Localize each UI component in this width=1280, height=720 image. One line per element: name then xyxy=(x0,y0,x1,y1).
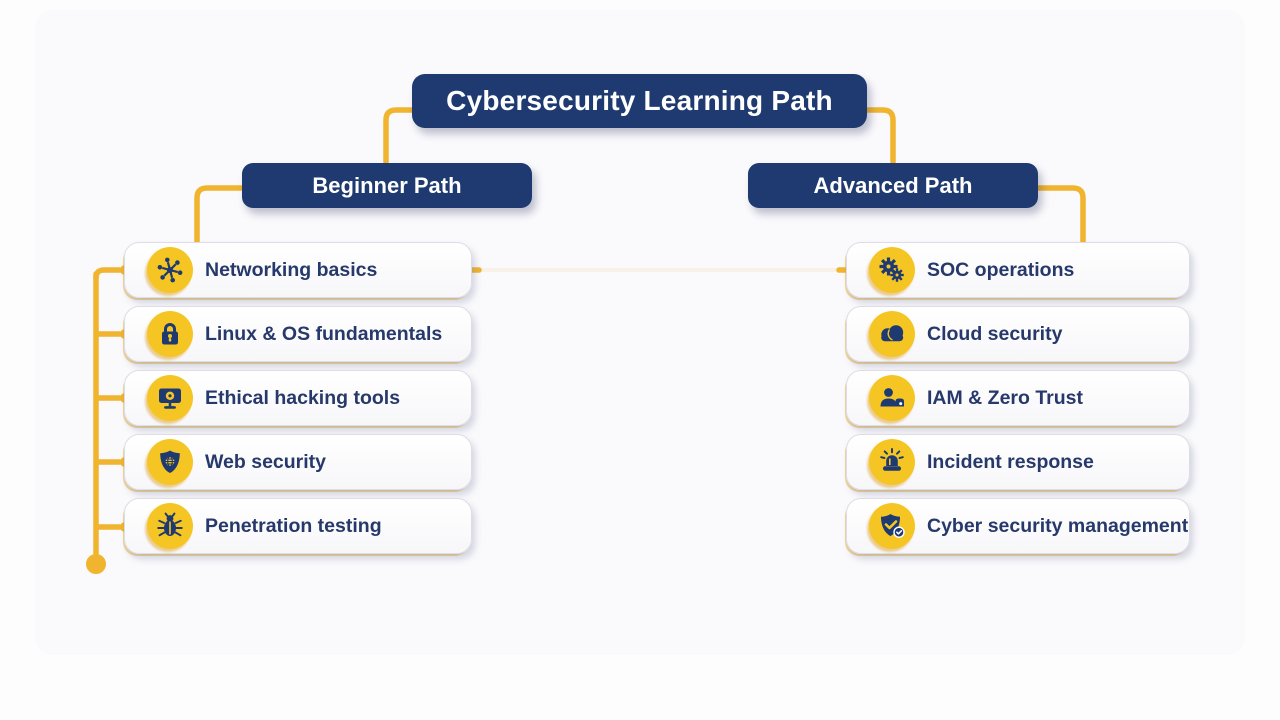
item-card-soc-operations: SOC operations xyxy=(846,242,1190,298)
siren-icon xyxy=(869,439,915,485)
beginner-path-header: Beginner Path xyxy=(242,163,532,208)
item-label: IAM & Zero Trust xyxy=(927,386,1084,409)
item-card-web-security: Web security xyxy=(124,434,472,490)
item-card-ethical-hacking: Ethical hacking tools xyxy=(124,370,472,426)
user-id-icon xyxy=(869,375,915,421)
item-label: Web security xyxy=(205,450,327,473)
item-card-linux-os: Linux & OS fundamentals xyxy=(124,306,472,362)
cloud-icon xyxy=(869,311,915,357)
item-label: Linux & OS fundamentals xyxy=(205,322,443,345)
page-title: Cybersecurity Learning Path xyxy=(412,74,867,128)
item-label: Networking basics xyxy=(205,258,378,281)
item-label: Ethical hacking tools xyxy=(205,386,401,409)
item-card-iam-zero-trust: IAM & Zero Trust xyxy=(846,370,1190,426)
padlock-icon xyxy=(147,311,193,357)
advanced-items-column: SOC operations Cloud security xyxy=(846,242,1190,554)
item-card-penetration-testing: Penetration testing xyxy=(124,498,472,554)
monitor-bug-icon xyxy=(147,375,193,421)
item-label: SOC operations xyxy=(927,258,1075,281)
item-card-incident-response: Incident response xyxy=(846,434,1190,490)
item-label: Penetration testing xyxy=(205,514,382,537)
shield-globe-icon xyxy=(147,439,193,485)
item-label: Cloud security xyxy=(927,322,1063,345)
beginner-items-column: Networking basics Linux & OS fundamental… xyxy=(124,242,472,554)
item-card-cyber-security-management: Cyber security management xyxy=(846,498,1190,554)
item-label: Cyber security management xyxy=(927,514,1189,537)
gears-icon xyxy=(869,247,915,293)
network-hub-icon xyxy=(147,247,193,293)
shield-check-icon xyxy=(869,503,915,549)
item-label: Incident response xyxy=(927,450,1094,473)
bug-icon xyxy=(147,503,193,549)
item-card-cloud-security: Cloud security xyxy=(846,306,1190,362)
item-card-networking-basics: Networking basics xyxy=(124,242,472,298)
advanced-path-header: Advanced Path xyxy=(748,163,1038,208)
